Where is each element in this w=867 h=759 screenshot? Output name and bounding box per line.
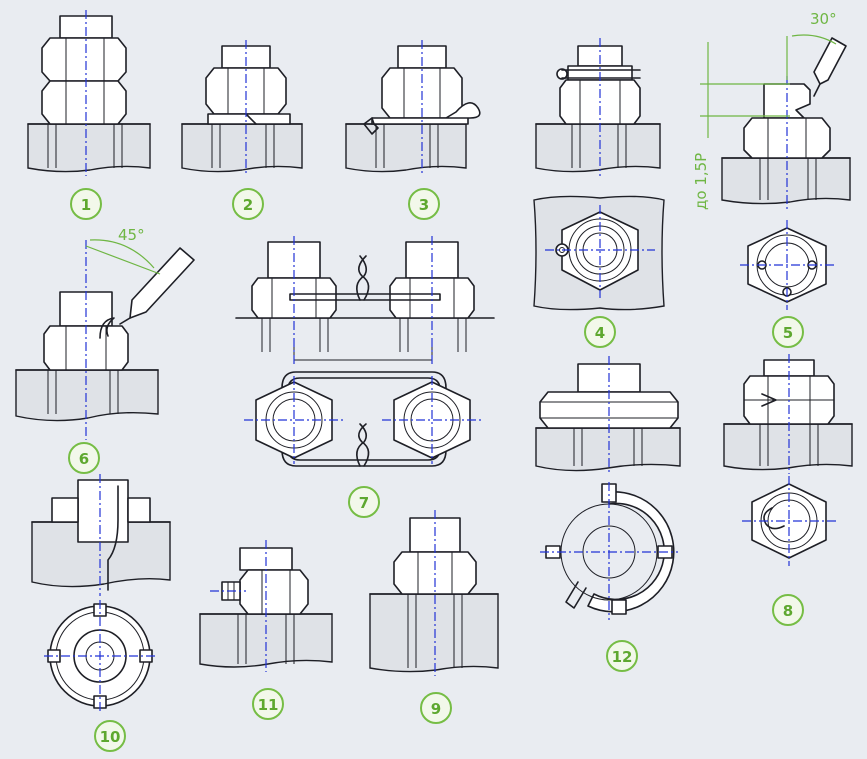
figure-3-tab-washer	[345, 40, 481, 176]
figure-number-badge-6: 6	[68, 442, 100, 474]
svg-text:10: 10	[100, 728, 121, 746]
figure-12-flange-nut	[535, 356, 681, 620]
figure-number-badge-11: 11	[252, 688, 284, 720]
figure-2-spring-washer	[181, 40, 303, 176]
figure-number-badge-10: 10	[94, 720, 126, 752]
figure-4-castle-nut-cotter	[533, 38, 665, 311]
figure-number-badge-1: 1	[70, 188, 102, 220]
svg-text:4: 4	[595, 324, 605, 342]
svg-text:9: 9	[431, 700, 441, 718]
figure-number-badge-5: 5	[772, 316, 804, 348]
svg-text:8: 8	[783, 602, 793, 620]
figure-1-lock-nut	[27, 10, 151, 176]
svg-text:11: 11	[258, 696, 279, 714]
figure-7-wire-lacing	[235, 236, 495, 467]
svg-text:1: 1	[81, 196, 91, 214]
figure-9-plain-nut	[369, 510, 499, 676]
figure-10-round-nut-lock-washer	[31, 474, 171, 712]
svg-text:5: 5	[783, 324, 793, 342]
svg-text:2: 2	[243, 196, 253, 214]
angle-45-label: 45°	[118, 226, 145, 244]
figure-11-set-screw-lock	[199, 540, 333, 672]
svg-text:12: 12	[612, 648, 633, 666]
depth-note-label: до 1,5P	[692, 153, 710, 210]
figure-number-badge-2: 2	[232, 188, 264, 220]
figure-5-center-punch: 30° до 1,5P	[692, 10, 851, 310]
figure-number-badge-7: 7	[348, 486, 380, 518]
figure-6-punched-nut: 45°	[15, 226, 195, 440]
svg-text:6: 6	[79, 450, 89, 468]
figure-number-badge-4: 4	[584, 316, 616, 348]
angle-30-label: 30°	[810, 10, 837, 28]
figure-number-badge-9: 9	[420, 692, 452, 724]
figure-number-badge-12: 12	[606, 640, 638, 672]
figure-number-badge-3: 3	[408, 188, 440, 220]
figure-number-badge-8: 8	[772, 594, 804, 626]
svg-text:7: 7	[359, 494, 369, 512]
svg-text:3: 3	[419, 196, 429, 214]
figure-8-split-nut-screw	[723, 354, 853, 566]
